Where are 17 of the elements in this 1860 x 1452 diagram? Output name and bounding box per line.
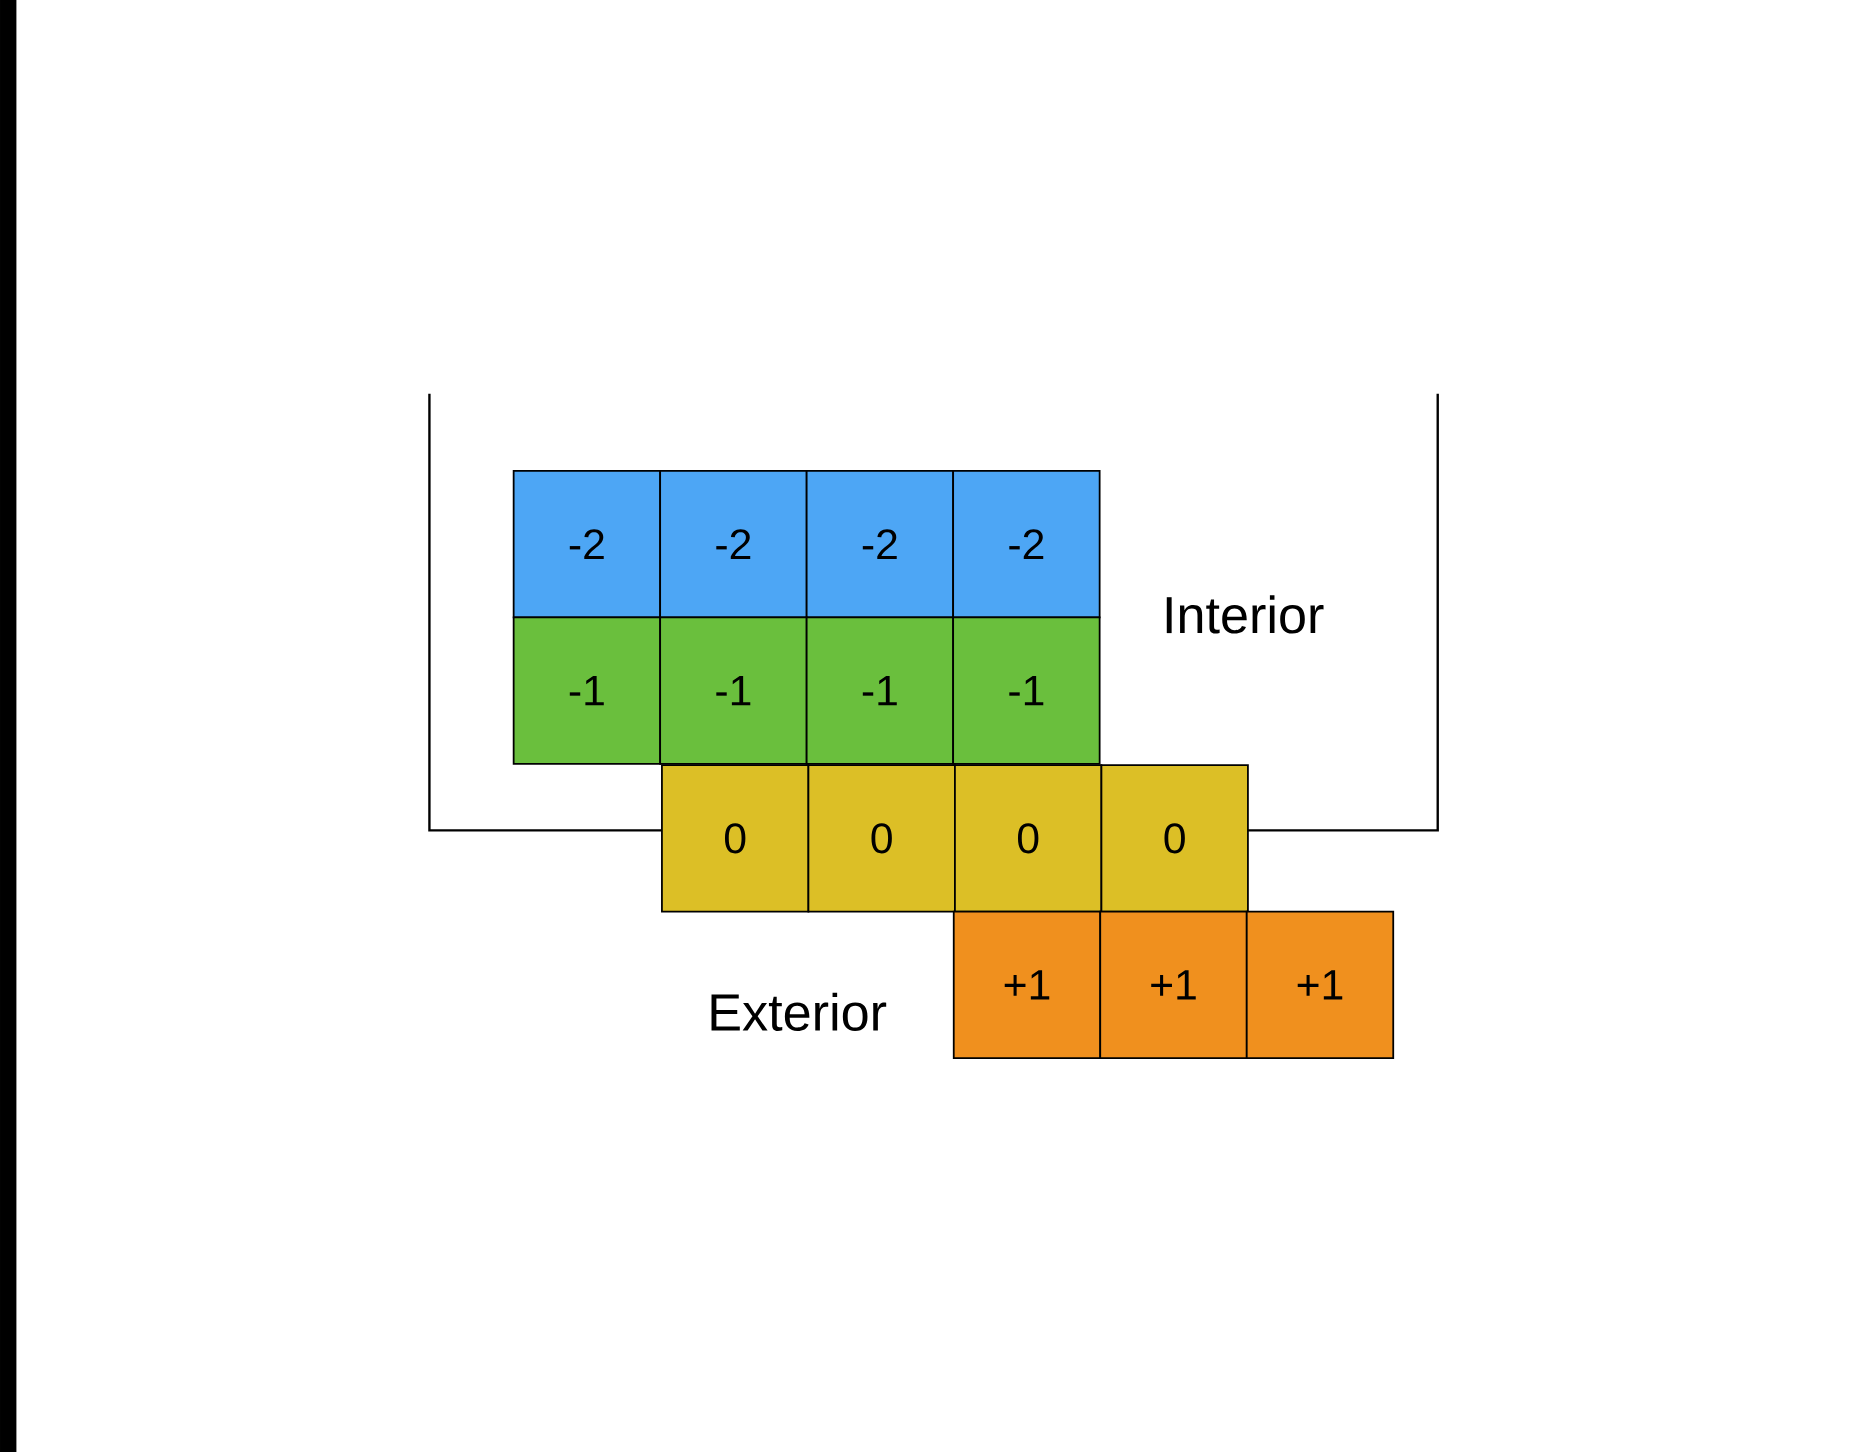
value-cell: +1 [1245, 910, 1395, 1060]
value-cell: -1 [952, 616, 1101, 765]
value-cell: -2 [659, 470, 808, 619]
value-cell: 0 [661, 764, 810, 913]
region-label: Interior [1166, 595, 1324, 634]
value-cell: -1 [805, 616, 955, 765]
value-cell: 0 [807, 764, 956, 913]
region-label: Exterior [711, 992, 887, 1032]
value-cell: -1 [659, 616, 808, 765]
value-cell: +1 [1099, 910, 1248, 1060]
value-cell: 0 [1100, 764, 1249, 913]
value-cell: -2 [952, 470, 1101, 619]
value-cell: -2 [805, 470, 955, 619]
value-cell: -1 [512, 616, 662, 765]
value-cell: +1 [952, 910, 1102, 1060]
value-cell: -2 [512, 470, 662, 619]
value-cell: 0 [954, 764, 1103, 913]
